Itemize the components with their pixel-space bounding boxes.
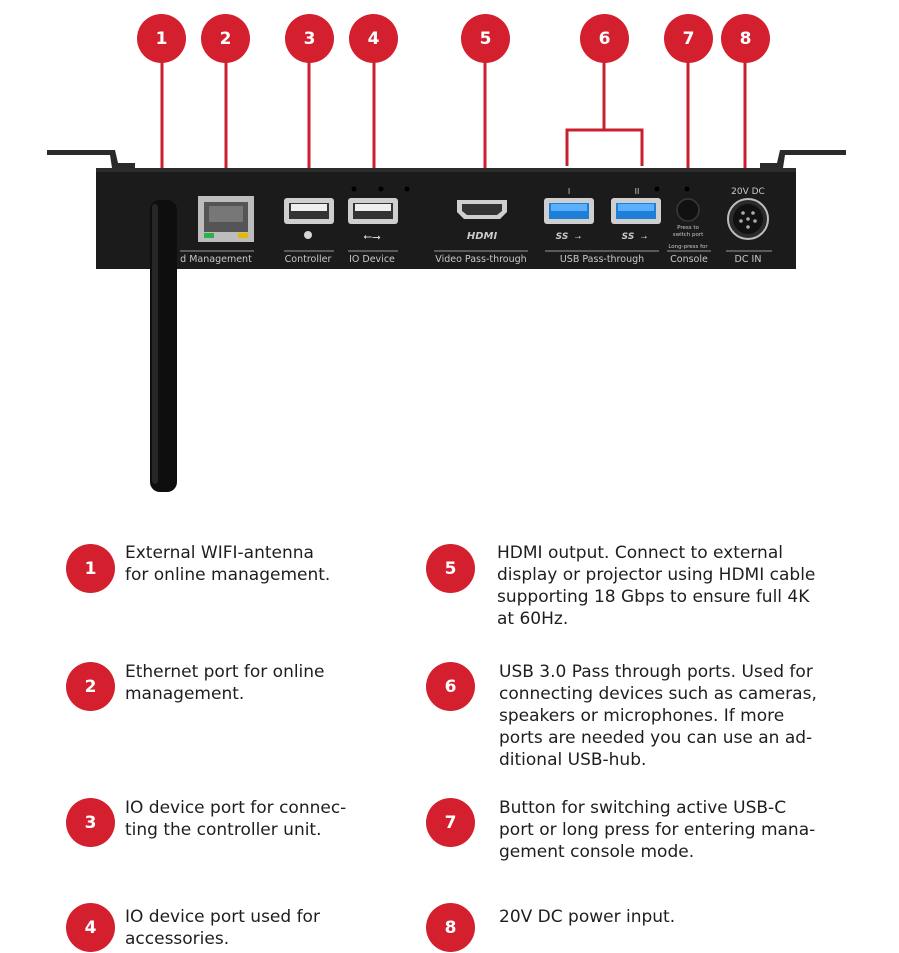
legend-text-5: HDMI output. Connect to external display… <box>497 543 816 629</box>
legend-text-2: Ethernet port for online management. <box>125 662 325 704</box>
console-button: Press to switch port Long-press for <box>668 186 708 250</box>
svg-text:⭢: ⭢ <box>641 232 648 241</box>
top-badge-7: 7 <box>664 14 713 63</box>
legend-badge-8: 8 <box>426 903 475 952</box>
svg-text:⭠⭢: ⭠⭢ <box>363 230 381 243</box>
press-label-1: Press to <box>677 225 699 231</box>
legend-text-7: Button for switching active USB-C port o… <box>499 798 816 862</box>
ss-logo-2: SS <box>622 232 635 242</box>
top-badge-8: 8 <box>721 14 770 63</box>
usb3-ports: I II SS ⭢ SS ⭢ <box>544 186 661 242</box>
top-badge-1: 1 <box>137 14 186 63</box>
leader-lines <box>160 60 747 168</box>
top-badge-3: 3 <box>285 14 334 63</box>
label-video-pass-through: Video Pass-through <box>435 254 526 265</box>
legend-text-3: IO device port for connec- ting the cont… <box>125 798 347 840</box>
press-label-2: switch port <box>673 232 704 238</box>
top-badge-2: 2 <box>201 14 250 63</box>
hdmi-logo: HDMI <box>467 231 498 242</box>
legend-badge-5: 5 <box>426 544 475 593</box>
legend-badge-3: 3 <box>66 798 115 847</box>
usb-a-io-device-port: ⭠⭢ <box>348 186 410 243</box>
usb-roman-2: II <box>635 187 640 196</box>
top-badge-4: 4 <box>349 14 398 63</box>
legend-badge-4: 4 <box>66 903 115 952</box>
top-badge-6: 6 <box>580 14 629 63</box>
legend-text-4: IO device port used for accessories. <box>125 907 320 949</box>
usb-a-controller-port <box>284 198 334 239</box>
device-rear-panel-illustration: ⭠⭢ HDMI I II SS ⭢ SS ⭢ Press to switch p… <box>47 60 846 492</box>
legend-text-6: USB 3.0 Pass through ports. Used for con… <box>499 662 817 770</box>
label-console: Console <box>670 254 708 265</box>
mounting-bracket <box>47 150 846 168</box>
legend-badge-6: 6 <box>426 662 475 711</box>
label-controller: Controller <box>285 254 332 265</box>
label-management: d Management <box>180 254 252 265</box>
legend-text-1: External WIFI-antenna for online managem… <box>125 543 331 585</box>
dc-voltage-label: 20V DC <box>731 187 765 197</box>
label-dc-in: DC IN <box>735 254 762 265</box>
legend-badge-1: 1 <box>66 544 115 593</box>
label-usb-pass-through: USB Pass-through <box>560 254 644 265</box>
ethernet-port <box>198 196 254 242</box>
top-badge-5: 5 <box>461 14 510 63</box>
ss-logo-1: SS <box>556 232 569 242</box>
hdmi-port: HDMI <box>457 200 507 242</box>
legend-badge-7: 7 <box>426 798 475 847</box>
legend-text-8: 20V DC power input. <box>499 907 676 927</box>
usb-roman-1: I <box>568 187 570 196</box>
dc-in-port: 20V DC <box>727 187 769 240</box>
label-io-device: IO Device <box>349 254 395 265</box>
long-press-label: Long-press for <box>668 244 708 250</box>
legend-badge-2: 2 <box>66 662 115 711</box>
svg-text:⭢: ⭢ <box>575 232 582 241</box>
